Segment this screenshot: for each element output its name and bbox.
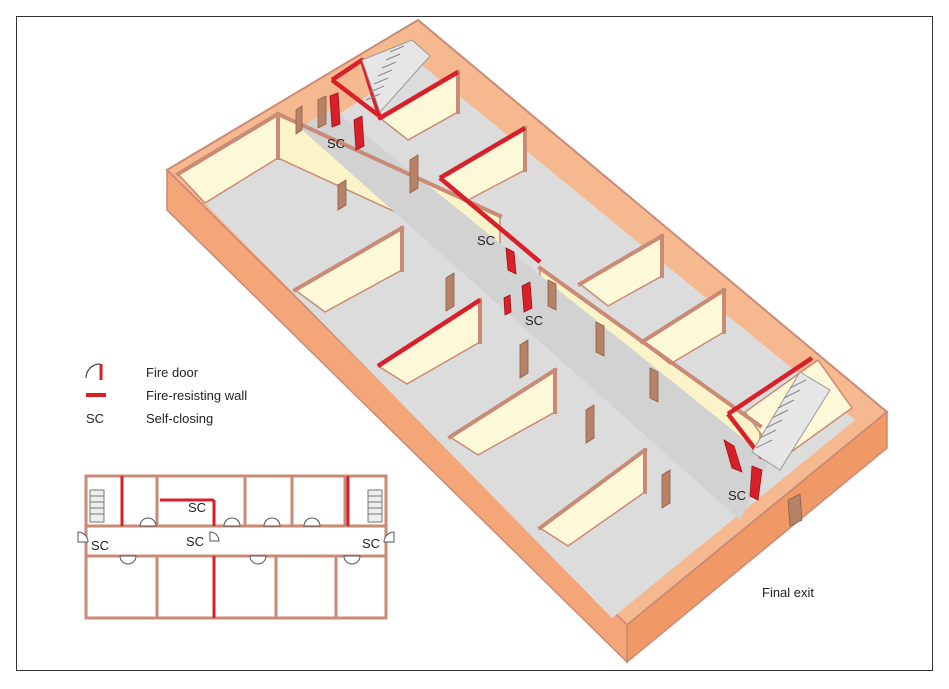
slab-right-face	[626, 410, 888, 664]
fire-door-icon	[521, 281, 533, 313]
fire-door-icon	[749, 465, 763, 501]
fire-doors	[329, 92, 763, 501]
door-swing-icon	[209, 531, 220, 542]
legend-fire-wall-text: Fire-resisting wall	[146, 388, 247, 403]
legend-fire-door-item: Fire door	[85, 363, 199, 380]
staircase-top-icon	[361, 39, 431, 113]
legend-fire-wall-item: Fire-resisting wall	[86, 388, 247, 403]
partition-walls	[175, 69, 763, 531]
corridor-floor	[300, 108, 770, 520]
sc-label: SC	[91, 538, 109, 553]
fire-wall-corridor-cross	[438, 176, 542, 264]
fire-wall-stair-top-side	[330, 78, 380, 117]
fire-door-icon	[505, 247, 517, 275]
sc-label: SC	[477, 233, 495, 248]
door-swing-icon	[223, 517, 241, 527]
door-icon	[649, 367, 659, 403]
door-icon	[445, 272, 455, 312]
legend-sc-symbol: SC	[86, 411, 104, 426]
door-icon	[595, 321, 605, 357]
sc-label: SC	[728, 488, 746, 503]
door-swing-icon	[343, 555, 361, 565]
plan-stair-left-icon	[89, 489, 105, 523]
sc-labels-3d: SC SC SC SC	[327, 136, 746, 503]
door-icon	[317, 95, 327, 129]
fire-door-symbol-icon	[85, 363, 101, 379]
floor-plan-inset: SC SC SC SC	[77, 474, 395, 620]
sc-label: SC	[327, 136, 345, 151]
fire-door-icon	[503, 294, 512, 316]
door-swing-icon	[383, 531, 395, 543]
fire-wall-mid	[376, 298, 482, 368]
legend: Fire door Fire-resisting wall SC Self-cl…	[85, 363, 247, 426]
door-icon	[547, 279, 557, 311]
sc-label: SC	[362, 536, 380, 551]
final-exit-label: Final exit	[762, 585, 814, 600]
sc-label: SC	[186, 534, 204, 549]
sc-label: SC	[525, 313, 543, 328]
door-swing-icon	[249, 555, 267, 565]
fire-wall-upper-right	[438, 126, 527, 180]
legend-fire-door-text: Fire door	[146, 365, 199, 380]
ordinary-doors	[295, 95, 803, 527]
final-exit-door-icon	[787, 493, 803, 527]
plan-stair-right-icon	[367, 489, 383, 523]
fire-door-icon	[723, 439, 743, 473]
sc-label: SC	[188, 500, 206, 515]
fire-wall-stair-top	[330, 57, 460, 121]
door-icon	[519, 339, 529, 379]
fire-door-icon	[353, 115, 365, 151]
staircase-bottom-icon	[751, 371, 831, 471]
door-icon	[337, 179, 347, 211]
door-swing-icon	[303, 517, 321, 527]
door-icon	[585, 404, 595, 444]
door-swing-icon	[119, 555, 137, 565]
fire-door-icon	[329, 92, 341, 128]
door-swing-icon	[263, 517, 281, 527]
door-icon	[409, 154, 419, 194]
door-icon	[295, 105, 303, 135]
legend-self-closing-item: SC Self-closing	[86, 411, 213, 426]
door-swing-icon	[139, 517, 157, 527]
plan-door-swings	[77, 517, 395, 565]
legend-sc-text: Self-closing	[146, 411, 213, 426]
door-icon	[661, 469, 671, 509]
door-swing-icon	[77, 531, 89, 543]
building-floor	[205, 62, 855, 618]
fire-wall-stair-bottom	[726, 356, 814, 416]
